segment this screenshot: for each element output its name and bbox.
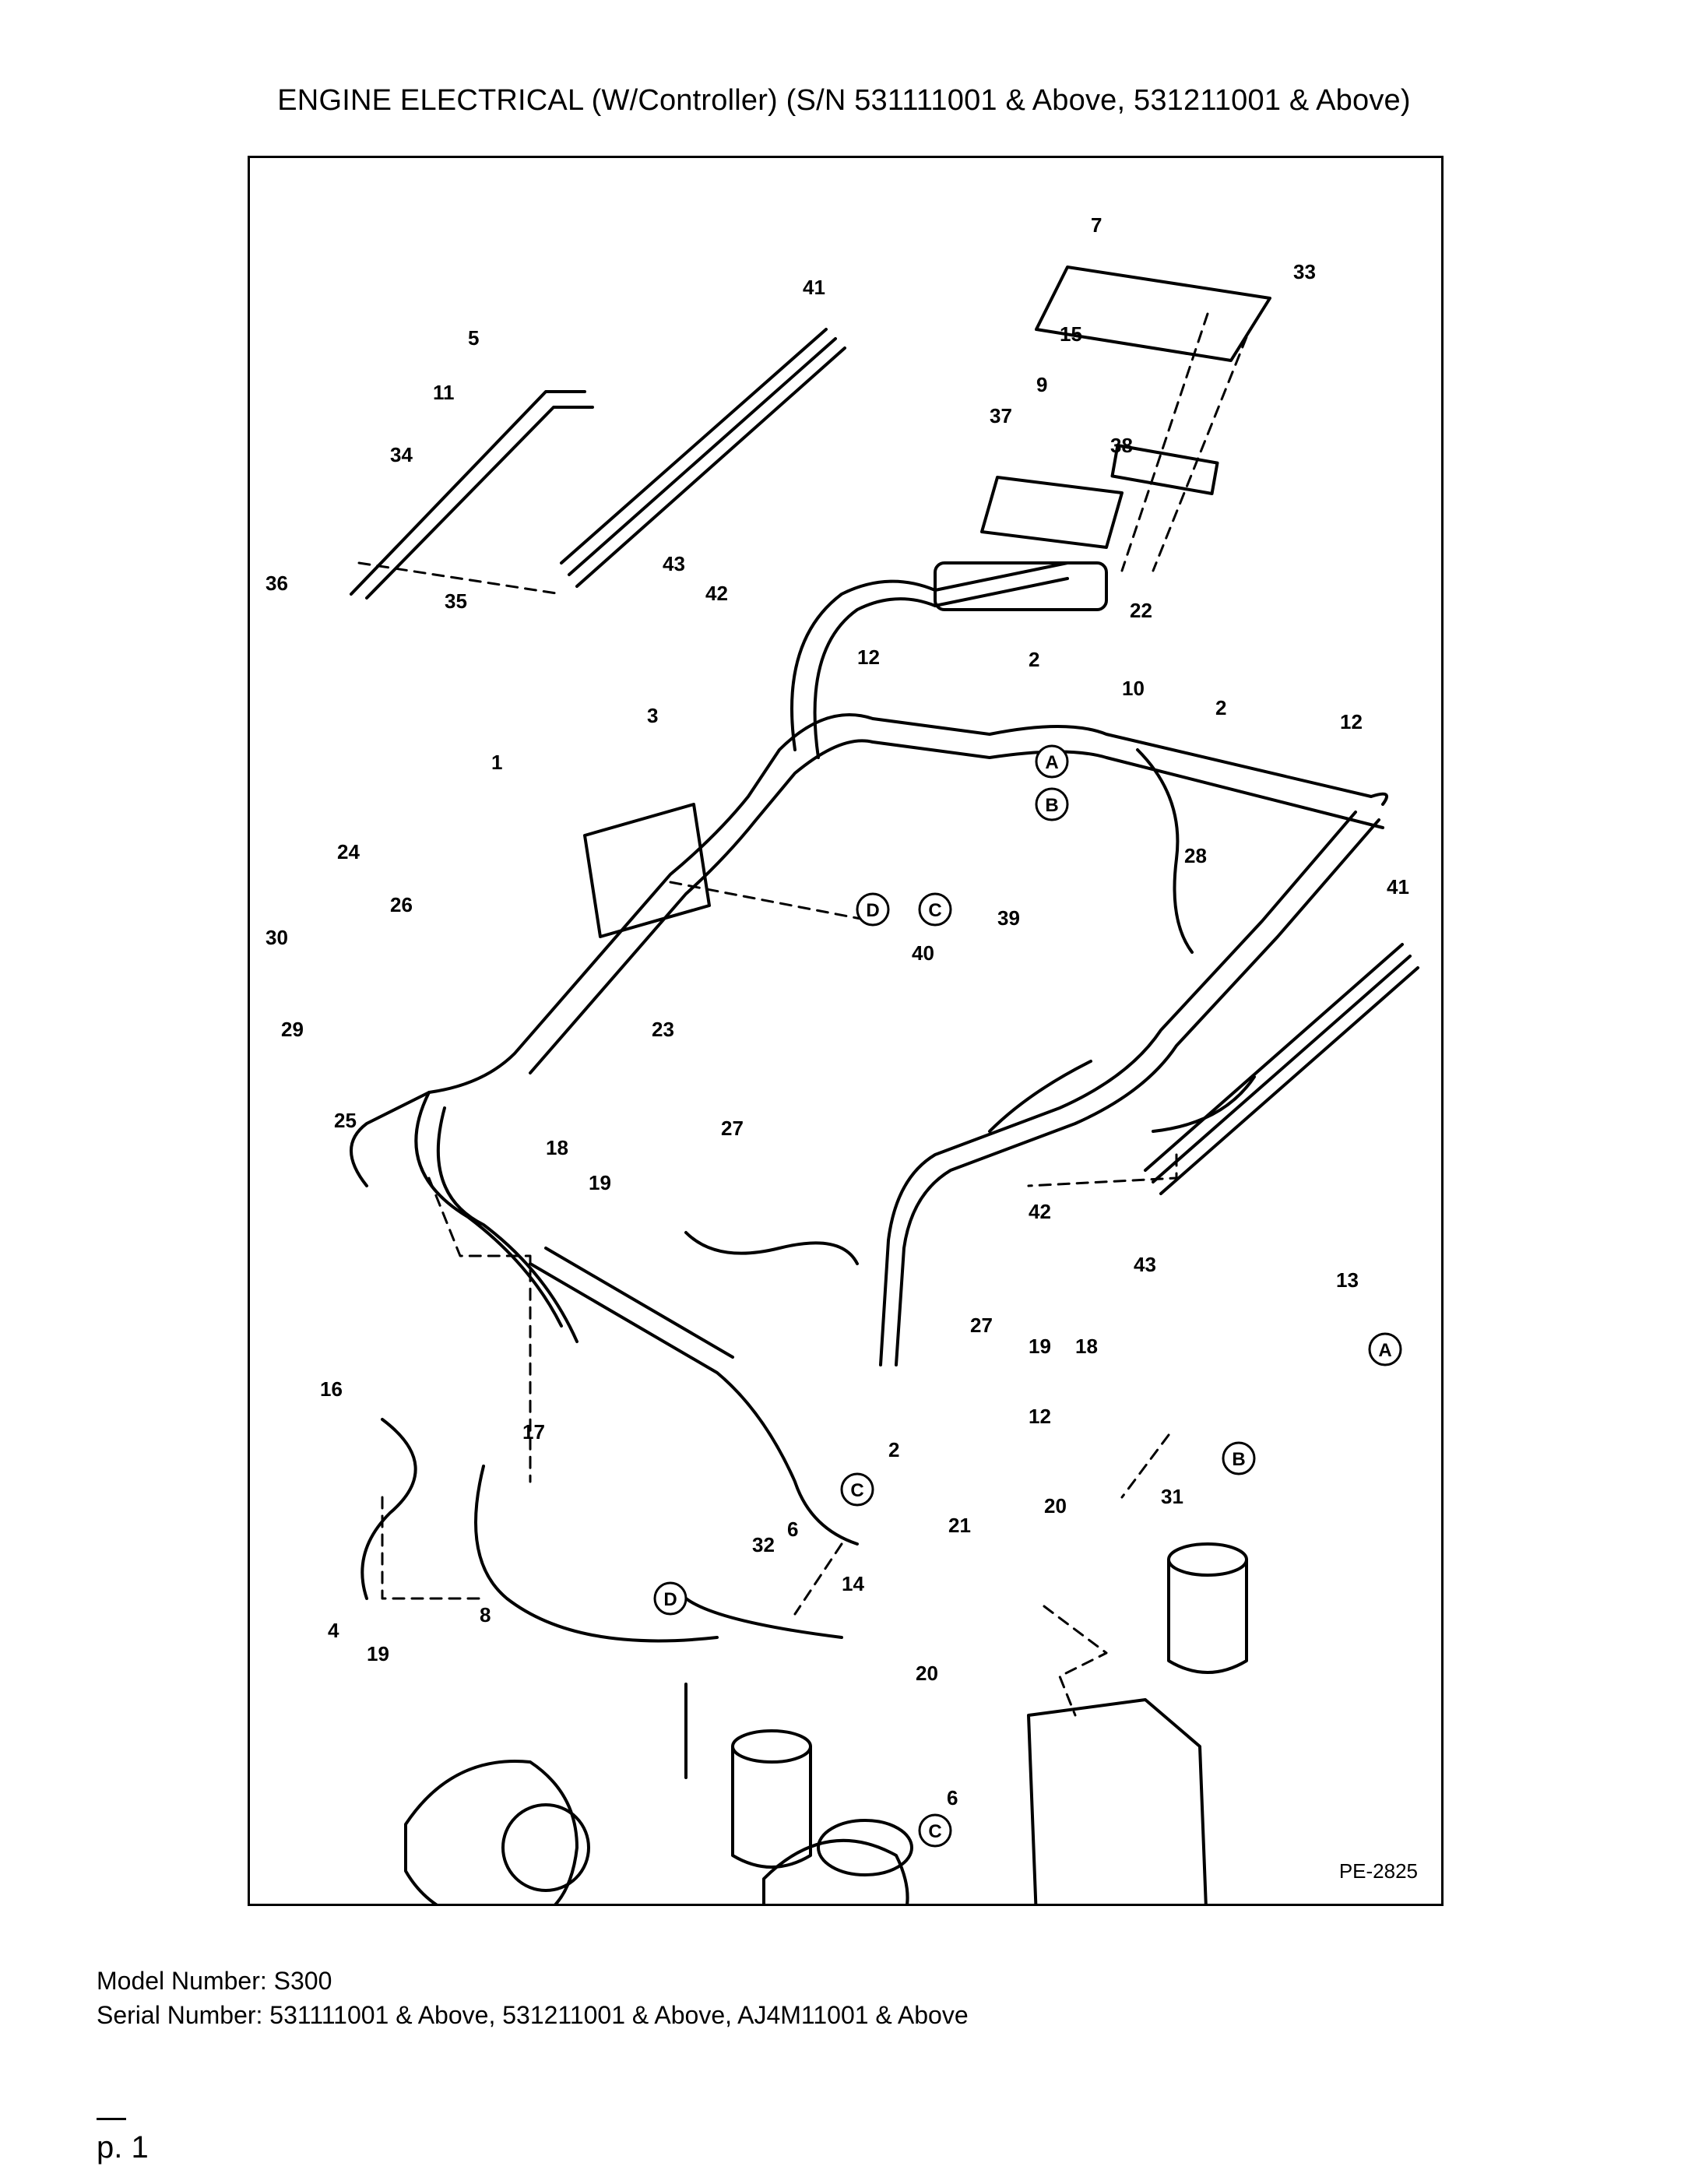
callout-4: 4 (328, 1619, 339, 1642)
callout-6: 6 (947, 1786, 958, 1809)
callout-24: 24 (337, 840, 360, 863)
callout-41: 41 (1387, 875, 1409, 899)
callout-20: 20 (1044, 1494, 1067, 1518)
callout-34: 34 (390, 443, 413, 466)
callout-33: 33 (1293, 260, 1316, 283)
figure-code: PE-2825 (1338, 1859, 1418, 1883)
callout-38: 38 (1110, 434, 1133, 457)
callout-12: 12 (857, 645, 880, 669)
serial-number: Serial Number: 531111001 & Above, 531211… (97, 2001, 969, 2029)
callout-23: 23 (652, 1018, 674, 1041)
wiring-diagram: 7 33 41 5 15 11 9 34 37 38 43 36 35 42 2… (266, 213, 1419, 1904)
callout-41: 41 (803, 276, 825, 299)
connector-d: D (663, 1589, 677, 1610)
callout-18: 18 (1075, 1335, 1098, 1358)
callout-2: 2 (1215, 696, 1226, 719)
callout-2: 2 (1029, 648, 1039, 671)
callout-8: 8 (480, 1603, 491, 1627)
callout-42: 42 (1029, 1200, 1051, 1223)
callout-14: 14 (842, 1572, 864, 1595)
connector-a: A (1378, 1340, 1391, 1361)
page-number: p. 1 (97, 2130, 149, 2165)
callout-5: 5 (468, 326, 479, 350)
callout-26: 26 (390, 893, 413, 916)
callout-27: 27 (721, 1117, 744, 1140)
callout-32: 32 (752, 1533, 775, 1556)
callout-19: 19 (1029, 1335, 1051, 1358)
callout-30: 30 (266, 926, 288, 949)
callout-31: 31 (1161, 1485, 1183, 1508)
callout-19: 19 (367, 1642, 389, 1665)
page-title: ENGINE ELECTRICAL (W/Controller) (S/N 53… (277, 84, 1411, 117)
callout-43: 43 (663, 552, 685, 575)
callout-37: 37 (990, 404, 1012, 427)
callout-9: 9 (1036, 373, 1047, 396)
callout-28: 28 (1184, 844, 1207, 867)
callout-17: 17 (522, 1420, 545, 1444)
callout-12: 12 (1029, 1405, 1051, 1428)
callout-1: 1 (491, 751, 502, 774)
model-number: Model Number: S300 (97, 1967, 332, 1995)
callout-43: 43 (1134, 1253, 1156, 1276)
callout-3: 3 (647, 704, 658, 727)
callout-11: 11 (433, 381, 455, 404)
callout-20: 20 (916, 1662, 938, 1685)
callout-6: 6 (787, 1518, 798, 1541)
connector-a: A (1045, 752, 1058, 773)
callout-21: 21 (948, 1514, 971, 1537)
callout-39: 39 (997, 906, 1020, 930)
connector-b: B (1232, 1449, 1245, 1470)
callout-22: 22 (1130, 599, 1152, 622)
callout-16: 16 (320, 1377, 343, 1401)
page-divider (97, 2118, 126, 2120)
callout-15: 15 (1060, 322, 1082, 346)
callout-7: 7 (1091, 213, 1102, 237)
callout-10: 10 (1122, 677, 1145, 700)
connector-b: B (1045, 795, 1058, 816)
callout-12: 12 (1340, 710, 1363, 733)
connector-c: C (928, 900, 941, 921)
connector-c: C (850, 1480, 863, 1501)
callout-18: 18 (546, 1136, 568, 1159)
callout-25: 25 (334, 1109, 357, 1132)
callout-27: 27 (970, 1314, 993, 1337)
callout-19: 19 (589, 1171, 611, 1194)
connector-d: D (866, 900, 879, 921)
callout-2: 2 (888, 1438, 899, 1461)
callout-35: 35 (445, 589, 467, 613)
callout-36: 36 (266, 571, 288, 595)
connector-c: C (928, 1821, 941, 1842)
callout-13: 13 (1336, 1268, 1359, 1292)
callout-40: 40 (912, 941, 934, 965)
callout-29: 29 (281, 1018, 304, 1041)
callout-42: 42 (705, 582, 728, 605)
diagram-frame: 7 33 41 5 15 11 9 34 37 38 43 36 35 42 2… (248, 156, 1444, 1906)
